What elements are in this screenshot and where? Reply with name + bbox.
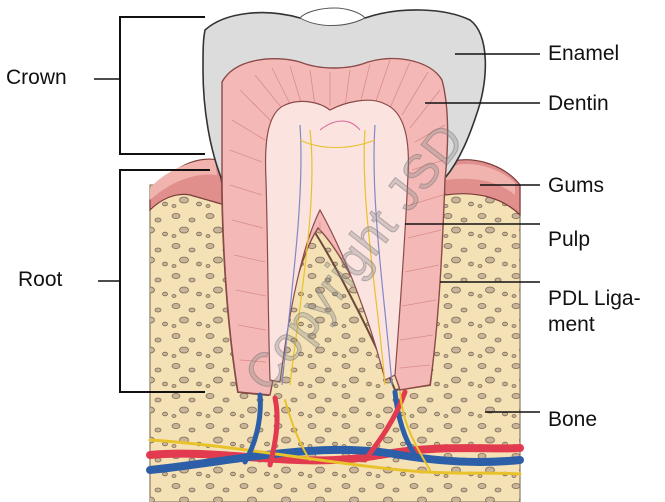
- dentin-label: Dentin: [548, 92, 609, 116]
- pulp-label: Pulp: [548, 228, 590, 252]
- root-label: Root: [18, 268, 62, 292]
- pdl-ligament-label: PDL Liga- ment: [548, 286, 658, 338]
- bone-label: Bone: [548, 408, 597, 432]
- enamel-label: Enamel: [548, 42, 619, 66]
- crown-label: Crown: [6, 66, 67, 90]
- gums-label: Gums: [548, 174, 604, 198]
